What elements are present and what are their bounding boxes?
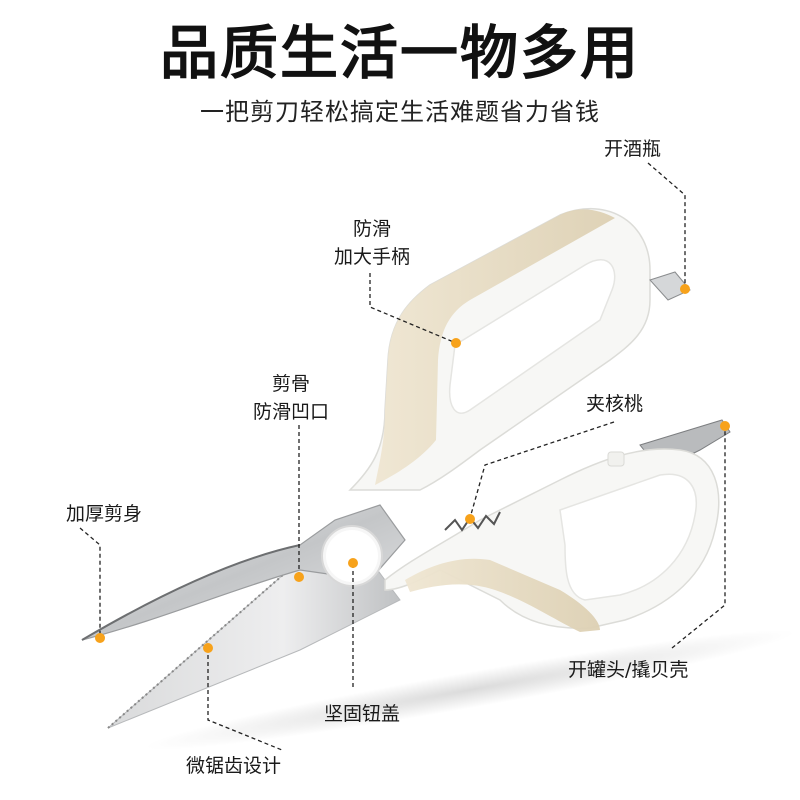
callout-lines (79, 162, 726, 751)
dot-handle (451, 338, 461, 348)
pivot-cap (321, 525, 383, 587)
dot-pivot-cap (348, 558, 358, 568)
callout-dots (95, 284, 730, 653)
upper-blade (81, 504, 406, 641)
shadow (144, 630, 796, 750)
upper-handle (348, 207, 691, 491)
dot-thick-blade (95, 633, 105, 643)
label-pivot-cap: 坚固钮盖 (324, 703, 401, 725)
dot-bone-notch (294, 572, 304, 582)
label-bone-notch: 剪骨 防滑凹口 (236, 370, 346, 426)
lower-handle (384, 448, 720, 632)
label-bone-notch-line2: 防滑凹口 (252, 401, 329, 423)
page-title: 品质生活一物多用 (159, 19, 640, 87)
dot-can-opener (720, 421, 730, 431)
label-thick-blade: 加厚剪身 (66, 503, 143, 525)
label-can-opener: 开罐头/撬贝壳 (568, 659, 689, 681)
label-bottle-opener: 开酒瓶 (604, 138, 662, 160)
dot-serrated (203, 643, 213, 653)
dot-bottle-opener (680, 284, 690, 294)
label-walnut: 夹核桃 (586, 393, 644, 415)
label-handle-line1: 防滑 (352, 218, 391, 240)
dot-walnut (465, 514, 475, 524)
label-handle-line2: 加大手柄 (333, 246, 410, 268)
label-serrated: 微锯齿设计 (186, 755, 282, 777)
label-bone-notch-line1: 剪骨 (271, 373, 310, 395)
label-handle: 防滑 加大手柄 (322, 215, 422, 271)
page-subtitle: 一把剪刀轻松搞定生活难题省力省钱 (200, 98, 600, 126)
